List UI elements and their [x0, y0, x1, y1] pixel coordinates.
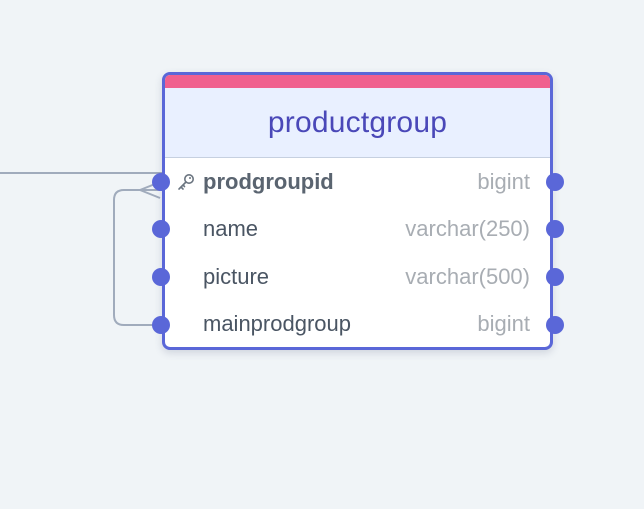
key-icon — [176, 172, 196, 192]
port-left-prodgroupid[interactable] — [152, 173, 170, 191]
column-type: bigint — [477, 168, 530, 194]
port-right-picture[interactable] — [546, 268, 564, 286]
column-row-mainprodgroup[interactable]: mainprodgroup bigint — [165, 301, 550, 348]
self-reference-line[interactable] — [113, 189, 160, 326]
column-name: prodgroupid — [203, 168, 334, 194]
column-type: varchar(250) — [405, 216, 530, 242]
port-left-name[interactable] — [152, 220, 170, 238]
column-name: mainprodgroup — [203, 311, 351, 337]
column-type: bigint — [477, 311, 530, 337]
column-row-name[interactable]: name varchar(250) — [165, 206, 550, 254]
port-right-name[interactable] — [546, 220, 564, 238]
table-accent-bar — [165, 75, 550, 88]
port-left-mainprodgroup[interactable] — [152, 316, 170, 334]
table-productgroup[interactable]: productgroup prodgroupid bigint name var… — [162, 72, 553, 350]
column-name: name — [203, 216, 259, 242]
port-right-prodgroupid[interactable] — [546, 173, 564, 191]
column-row-picture[interactable]: picture varchar(500) — [165, 253, 550, 301]
column-type: varchar(500) — [405, 263, 530, 289]
column-name: picture — [203, 263, 270, 289]
port-right-mainprodgroup[interactable] — [546, 316, 564, 334]
column-row-prodgroupid[interactable]: prodgroupid bigint — [165, 158, 550, 206]
port-left-picture[interactable] — [152, 268, 170, 286]
table-title: productgroup — [267, 105, 448, 139]
table-header[interactable]: productgroup — [165, 88, 550, 158]
